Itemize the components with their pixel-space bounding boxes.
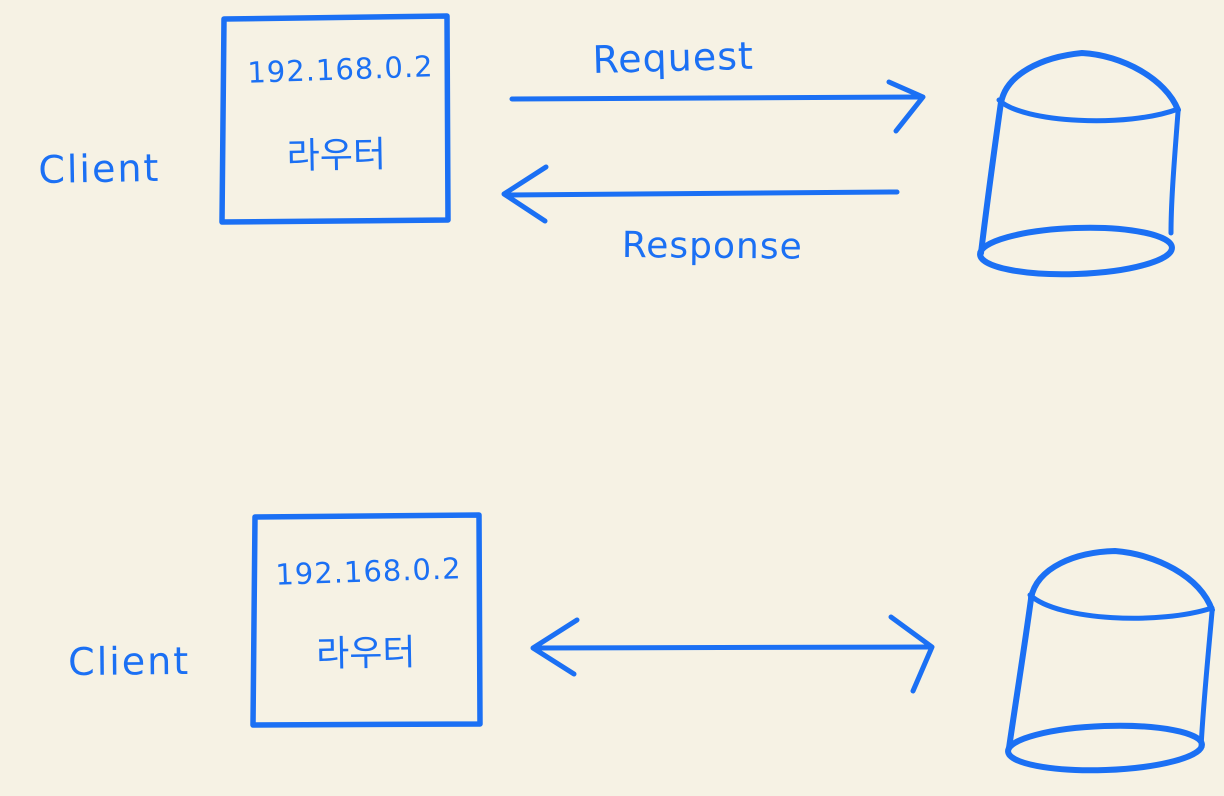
bottom-cylinder-right-side (1198, 609, 1215, 751)
top-router-box (219, 13, 451, 225)
bidirectional-arrow-line (531, 644, 934, 651)
bottom-cylinder-neck (1027, 592, 1215, 621)
request-arrow (509, 79, 926, 134)
top-cylinder-bottom (977, 224, 1175, 278)
top-router-ip: 192.168.0.2 (246, 49, 435, 90)
response-arrow (501, 164, 900, 224)
bottom-router-ip: 192.168.0.2 (274, 551, 463, 592)
bottom-router-name: 라우터 (315, 632, 416, 676)
top-client-label: Client (37, 145, 161, 192)
bottom-cylinder-dome (1028, 548, 1215, 613)
request-arrowhead-icon (886, 79, 926, 134)
bottom-cylinder-bottom (1005, 722, 1205, 774)
top-cylinder-right-side (1168, 109, 1181, 236)
top-server-cylinder-icon (977, 50, 1181, 278)
bottom-cylinder-left-side (1006, 596, 1034, 751)
request-label: Request (591, 33, 755, 82)
bidirectional-arrow (530, 614, 935, 694)
response-label: Response (621, 225, 803, 268)
bottom-router-box-outline (250, 512, 483, 728)
bidirectional-left-arrowhead-icon (530, 617, 580, 677)
top-cylinder-dome (998, 50, 1181, 113)
bidirectional-right-arrowhead-icon (888, 614, 935, 694)
bottom-router-box (250, 512, 483, 728)
top-cylinder-neck (996, 97, 1181, 124)
request-arrow-line (509, 94, 924, 102)
top-cylinder-left-side (978, 99, 1004, 256)
response-arrow-line (504, 189, 900, 198)
bottom-client-label: Client (67, 638, 191, 684)
response-arrowhead-icon (501, 164, 549, 224)
bottom-server-cylinder-icon (1005, 548, 1215, 774)
top-router-box-outline (219, 13, 451, 225)
top-router-name: 라우터 (286, 134, 387, 178)
